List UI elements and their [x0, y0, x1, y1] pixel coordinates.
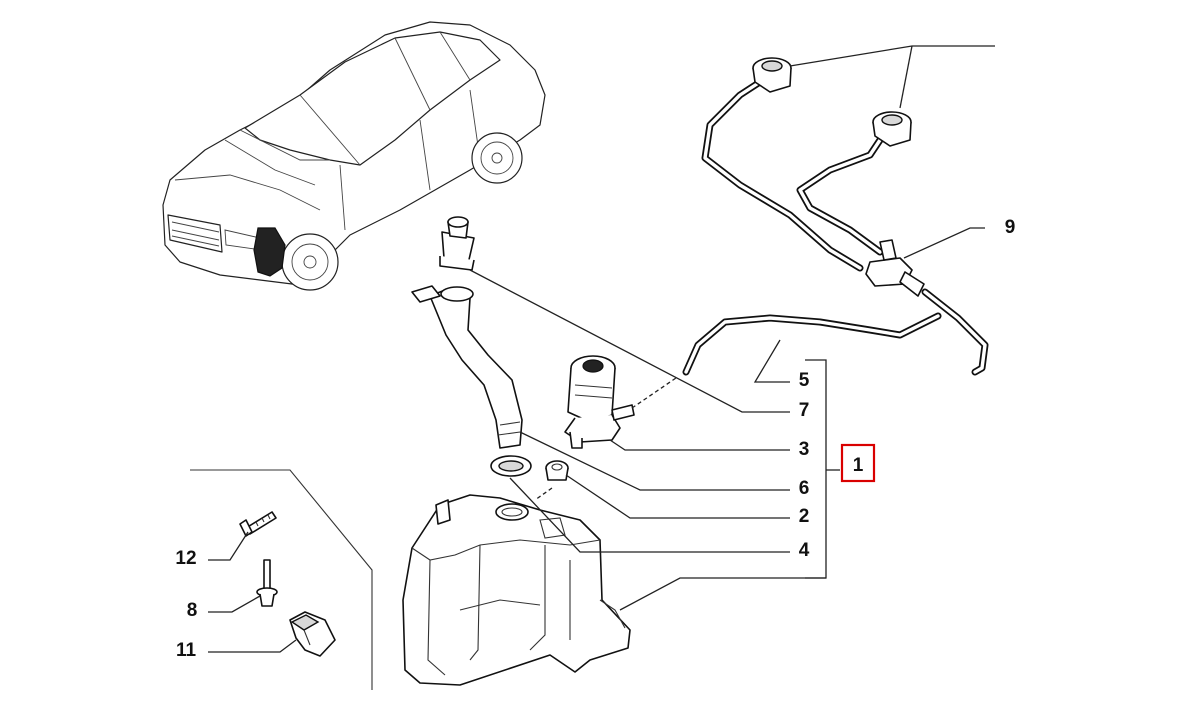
callout-9: 9 — [1005, 217, 1016, 238]
callout-5: 5 — [799, 370, 810, 391]
washer-pump — [564, 355, 635, 449]
washer-nozzle-left — [752, 57, 792, 93]
callout-2: 2 — [799, 506, 810, 527]
callout-11: 11 — [176, 640, 197, 661]
dash-line-pump-hose — [631, 377, 677, 409]
callout-3: 3 — [799, 439, 810, 460]
callout-4: 4 — [799, 540, 810, 561]
push-rivet — [256, 559, 278, 607]
bolt — [239, 511, 277, 537]
callout-1: 1 — [853, 455, 864, 476]
leader-lines — [208, 45, 995, 653]
washer-hoses — [682, 78, 989, 376]
washer-fluid-reservoir — [402, 494, 631, 686]
inset-divider — [190, 469, 373, 690]
callout-7: 7 — [799, 400, 810, 421]
filler-cap — [439, 216, 475, 271]
callout-1-highlight-box — [840, 443, 876, 483]
seal-ring — [490, 455, 532, 477]
pump-grommet — [545, 460, 569, 481]
washer-nozzle-right — [872, 111, 912, 147]
fastening-clip — [289, 611, 336, 657]
reservoir-location-marker — [253, 227, 286, 277]
filler-pipe — [411, 285, 523, 449]
callout-6: 6 — [799, 478, 810, 499]
t-connector — [865, 239, 925, 297]
car-illustration — [162, 21, 546, 291]
callout-8: 8 — [187, 600, 198, 621]
callout-12: 12 — [175, 548, 196, 569]
dash-line-grommet — [534, 487, 553, 501]
